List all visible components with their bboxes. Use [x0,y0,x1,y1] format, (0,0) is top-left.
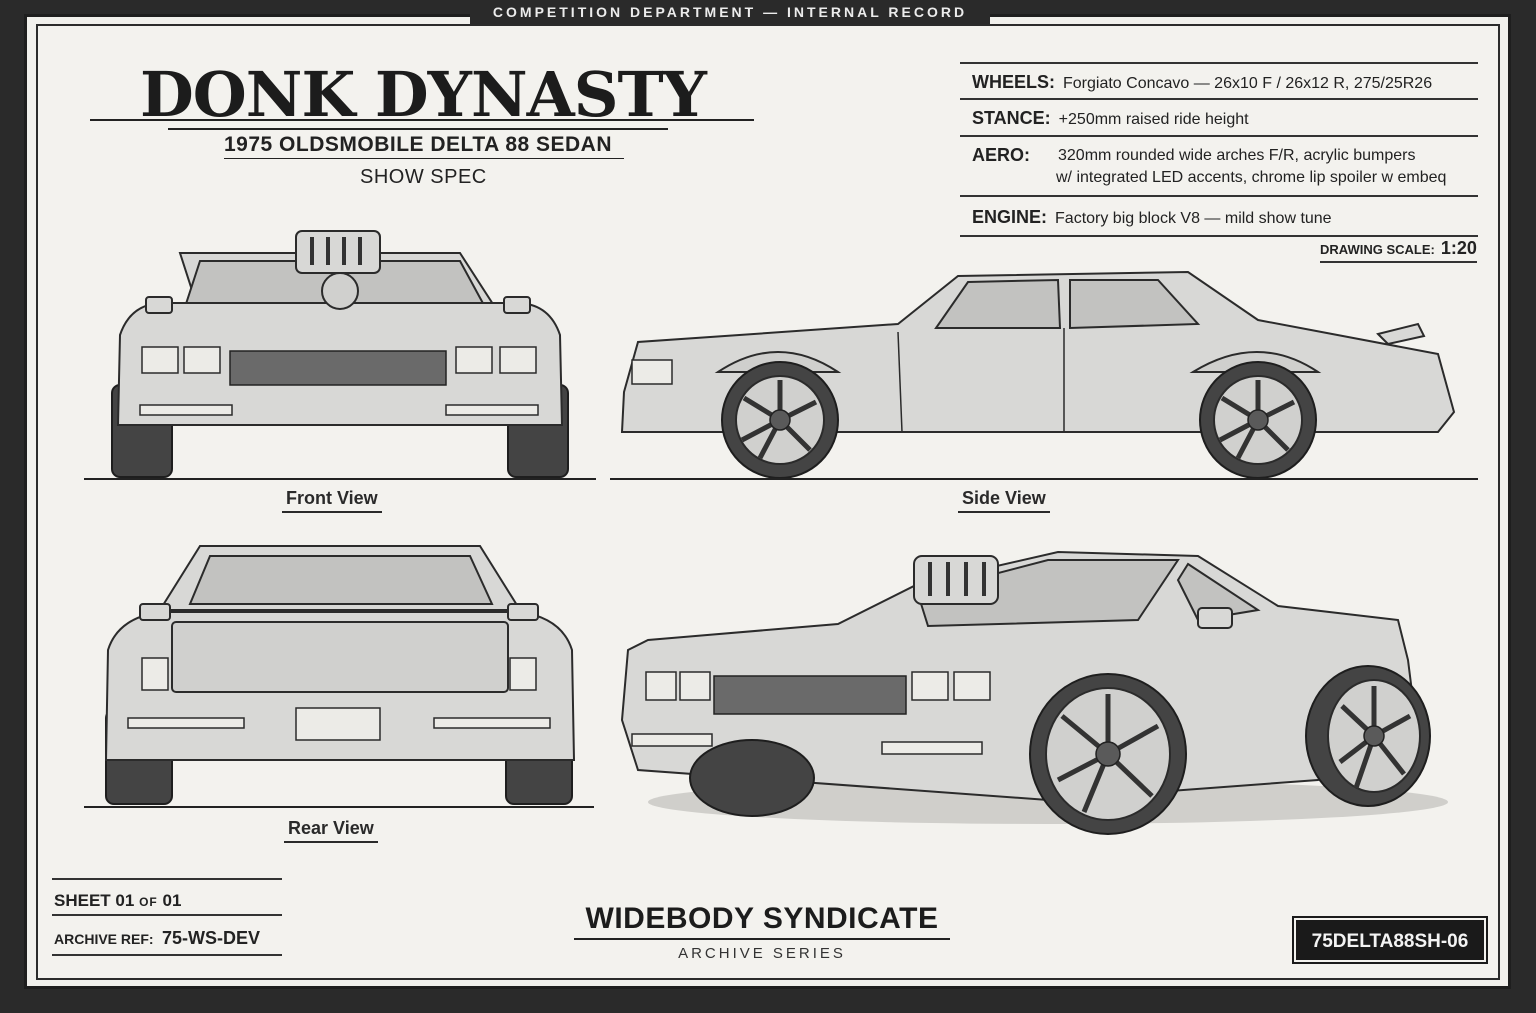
side-ground-line [610,478,1478,480]
spec-value: 320mm rounded wide arches F/R, acrylic b… [1058,147,1416,164]
rear-ground-line [84,806,594,808]
drawing-code-badge: 75DELTA88SH-06 [1292,916,1488,964]
page-title: DONK DYNASTY [140,58,707,131]
spec-key: WHEELS: [972,72,1055,92]
spec-row-wheels: WHEELS: Forgiato Concavo — 26x10 F / 26x1… [960,62,1478,100]
archive-ref: ARCHIVE REF: 75-WS-DEV [52,914,282,956]
front-view-drawing [111,230,569,478]
spec-value-line2: w/ integrated LED accents, chrome lip sp… [1056,169,1447,186]
front-view-caption: Front View [282,488,382,513]
spec-row-engine: ENGINE: Factory big block V8 — mild show … [960,197,1478,237]
spec-table: WHEELS: Forgiato Concavo — 26x10 F / 26x1… [960,62,1478,237]
rear-view-drawing [104,545,576,805]
spec-row-stance: STANCE: +250mm raised ride height [960,100,1478,137]
scale-value: 1:20 [1440,238,1477,258]
sheet-total: 01 [162,891,182,910]
brand-subtitle: ARCHIVE SERIES [678,945,846,962]
brand-name: WIDEBODY SYNDICATE [574,902,950,940]
spec-label: SHOW SPEC [360,166,487,188]
spec-value: +250mm raised ride height [1058,111,1249,128]
scale-label: DRAWING SCALE: [1320,242,1435,257]
rear-view-caption: Rear View [284,818,378,843]
side-view-drawing [620,270,1456,479]
header-banner: COMPETITION DEPARTMENT — INTERNAL RECORD [470,0,990,24]
sheet-label: SHEET [54,891,111,910]
archive-value: 75-WS-DEV [162,928,261,948]
perspective-view-drawing [620,550,1448,835]
archive-label: ARCHIVE REF: [54,931,154,947]
title-rule [90,119,754,121]
spec-key: STANCE: [972,108,1051,128]
spec-key: AERO: [972,145,1030,165]
spec-row-aero: AERO: 320mm rounded wide arches F/R, acr… [960,137,1478,197]
sheet-num: 01 [115,891,135,910]
spec-key: ENGINE: [972,207,1048,227]
spec-value: Factory big block V8 — mild show tune [1055,210,1332,227]
sheet-of: OF [139,895,158,909]
sheet-number: SHEET 01 OF 01 [52,878,282,916]
drawing-scale: DRAWING SCALE: 1:20 [1320,238,1477,263]
subtitle-rule [224,158,624,159]
vehicle-name: 1975 OLDSMOBILE DELTA 88 SEDAN [224,133,613,156]
front-ground-line [84,478,596,480]
title-rule-secondary [168,128,668,130]
side-view-caption: Side View [958,488,1050,513]
spec-value: Forgiato Concavo — 26x10 F / 26x12 R, 27… [1063,75,1433,92]
